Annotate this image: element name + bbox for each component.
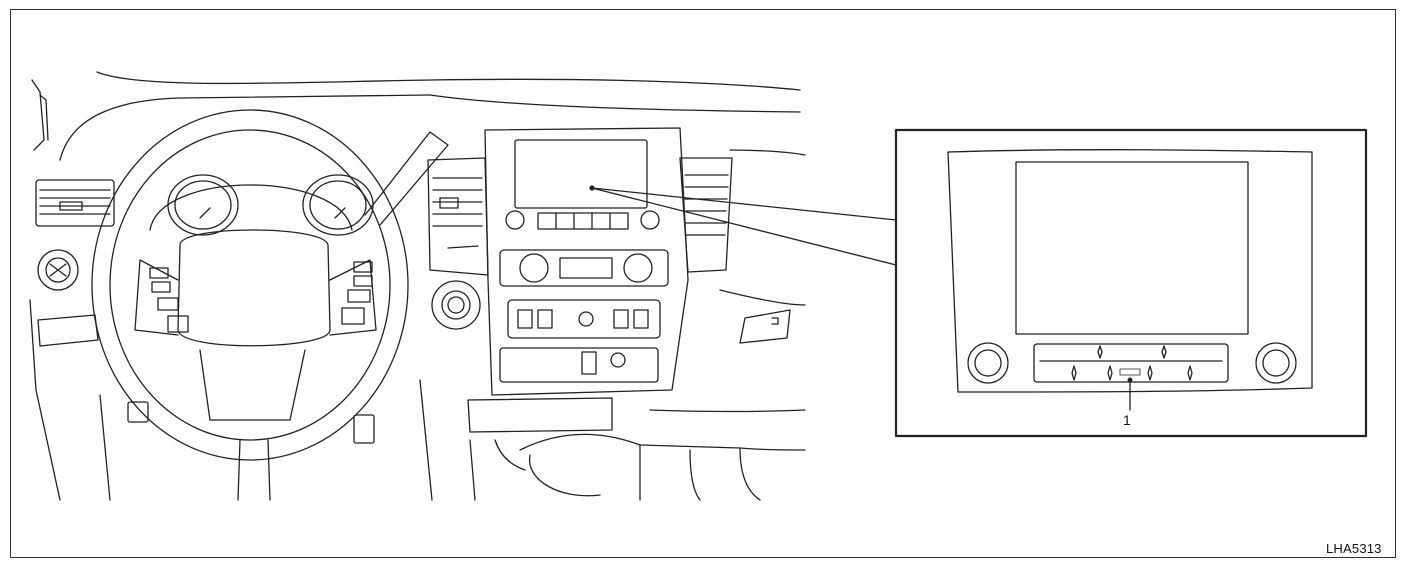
center-left-vent xyxy=(427,157,489,276)
callout-number: 1 xyxy=(1123,412,1131,428)
figure-frame xyxy=(10,9,1396,558)
steering-wheel xyxy=(91,109,409,461)
right-vent xyxy=(679,157,733,273)
wiper-stalk xyxy=(364,131,449,226)
left-air-vent xyxy=(35,179,115,227)
center-screen xyxy=(514,139,648,209)
dash-top-outline xyxy=(31,71,801,161)
inset-screen xyxy=(1015,161,1249,335)
figure-id-label: LHA5313 xyxy=(1326,541,1382,556)
headlight-knob xyxy=(37,249,79,291)
inset-detail xyxy=(894,128,1368,438)
right-dash xyxy=(649,149,806,413)
callout-leader xyxy=(589,185,897,266)
steering-column xyxy=(237,379,433,501)
center-console xyxy=(467,397,806,501)
center-stack xyxy=(484,127,689,396)
lower-left-panel xyxy=(29,299,149,501)
ignition-knob xyxy=(431,280,481,330)
